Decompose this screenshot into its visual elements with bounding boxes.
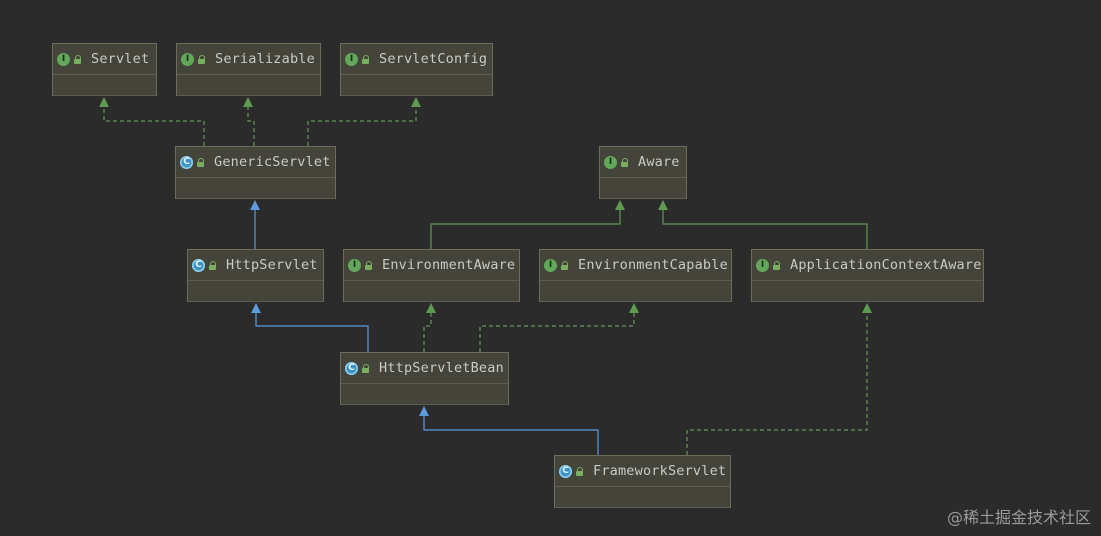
arrowhead — [251, 303, 261, 313]
edge-httpservletbean-to-environmentaware — [423, 303, 436, 352]
node-label: Serializable — [215, 51, 315, 67]
node-serializable[interactable]: I Serializable — [176, 43, 321, 96]
node-label: Servlet — [91, 51, 150, 67]
interface-icon: I — [345, 52, 358, 66]
node-httpservletbean[interactable]: C HttpServletBean — [340, 352, 509, 405]
watermark: @稀土掘金技术社区 — [946, 508, 1091, 527]
edge-applicationcontextaware-to-aware — [658, 200, 868, 249]
abstract-class-icon: C — [180, 155, 193, 169]
lock-icon — [197, 54, 206, 64]
node-httpservlet[interactable]: C HttpServlet — [187, 249, 324, 302]
lock-icon — [620, 157, 629, 167]
arrowhead — [419, 406, 429, 416]
abstract-class-icon: C — [345, 361, 358, 375]
node-environmentcapable[interactable]: I EnvironmentCapable — [539, 249, 732, 302]
node-genericservlet[interactable]: C GenericServlet — [175, 146, 336, 199]
arrowhead — [243, 97, 253, 107]
abstract-class-icon: C — [559, 464, 572, 478]
node-label: HttpServlet — [226, 257, 318, 273]
lock-icon — [364, 260, 373, 270]
interface-icon: I — [756, 258, 769, 272]
lock-icon — [361, 363, 370, 373]
node-label: GenericServlet — [214, 154, 331, 170]
interface-icon: I — [604, 155, 617, 169]
arrowhead — [862, 303, 872, 313]
edge-frameworkservlet-to-applicationcontextaware — [686, 303, 872, 455]
lock-icon — [196, 157, 205, 167]
edge-genericservlet-to-servletconfig — [307, 97, 421, 146]
lock-icon — [772, 260, 781, 270]
node-label: ServletConfig — [379, 51, 488, 67]
arrowhead — [615, 200, 625, 210]
edge-genericservlet-to-servlet — [99, 97, 205, 146]
node-aware[interactable]: I Aware — [599, 146, 687, 199]
interface-icon: I — [348, 258, 361, 272]
edge-environmentaware-to-aware — [430, 200, 625, 249]
node-label: Aware — [638, 154, 680, 170]
node-servletconfig[interactable]: I ServletConfig — [340, 43, 493, 96]
interface-icon: I — [57, 52, 70, 66]
node-label: FrameworkServlet — [593, 463, 727, 479]
arrowhead — [658, 200, 668, 210]
node-label: EnvironmentCapable — [578, 257, 728, 273]
arrowhead — [629, 303, 639, 313]
edge-httpservletbean-to-environmentcapable — [479, 303, 639, 352]
interface-icon: I — [544, 258, 557, 272]
abstract-class-icon: C — [192, 258, 205, 272]
lock-icon — [361, 54, 370, 64]
node-applicationcontextaware[interactable]: I ApplicationContextAware — [751, 249, 984, 302]
node-environmentaware[interactable]: I EnvironmentAware — [343, 249, 520, 302]
arrowhead — [426, 303, 436, 313]
edge-httpservlet-to-genericservlet — [250, 200, 260, 249]
edge-genericservlet-to-serializable — [243, 97, 255, 146]
interface-icon: I — [181, 52, 194, 66]
lock-icon — [73, 54, 82, 64]
edge-httpservletbean-to-httpservlet — [251, 303, 369, 352]
lock-icon — [560, 260, 569, 270]
node-label: ApplicationContextAware — [790, 257, 982, 273]
node-servlet[interactable]: I Servlet — [52, 43, 157, 96]
lock-icon — [208, 260, 217, 270]
arrowhead — [411, 97, 421, 107]
arrowhead — [99, 97, 109, 107]
node-frameworkservlet[interactable]: C FrameworkServlet — [554, 455, 731, 508]
edge-frameworkservlet-to-httpservletbean — [419, 406, 599, 455]
lock-icon — [575, 466, 584, 476]
node-label: EnvironmentAware — [382, 257, 516, 273]
arrowhead — [250, 200, 260, 210]
node-label: HttpServletBean — [379, 360, 504, 376]
